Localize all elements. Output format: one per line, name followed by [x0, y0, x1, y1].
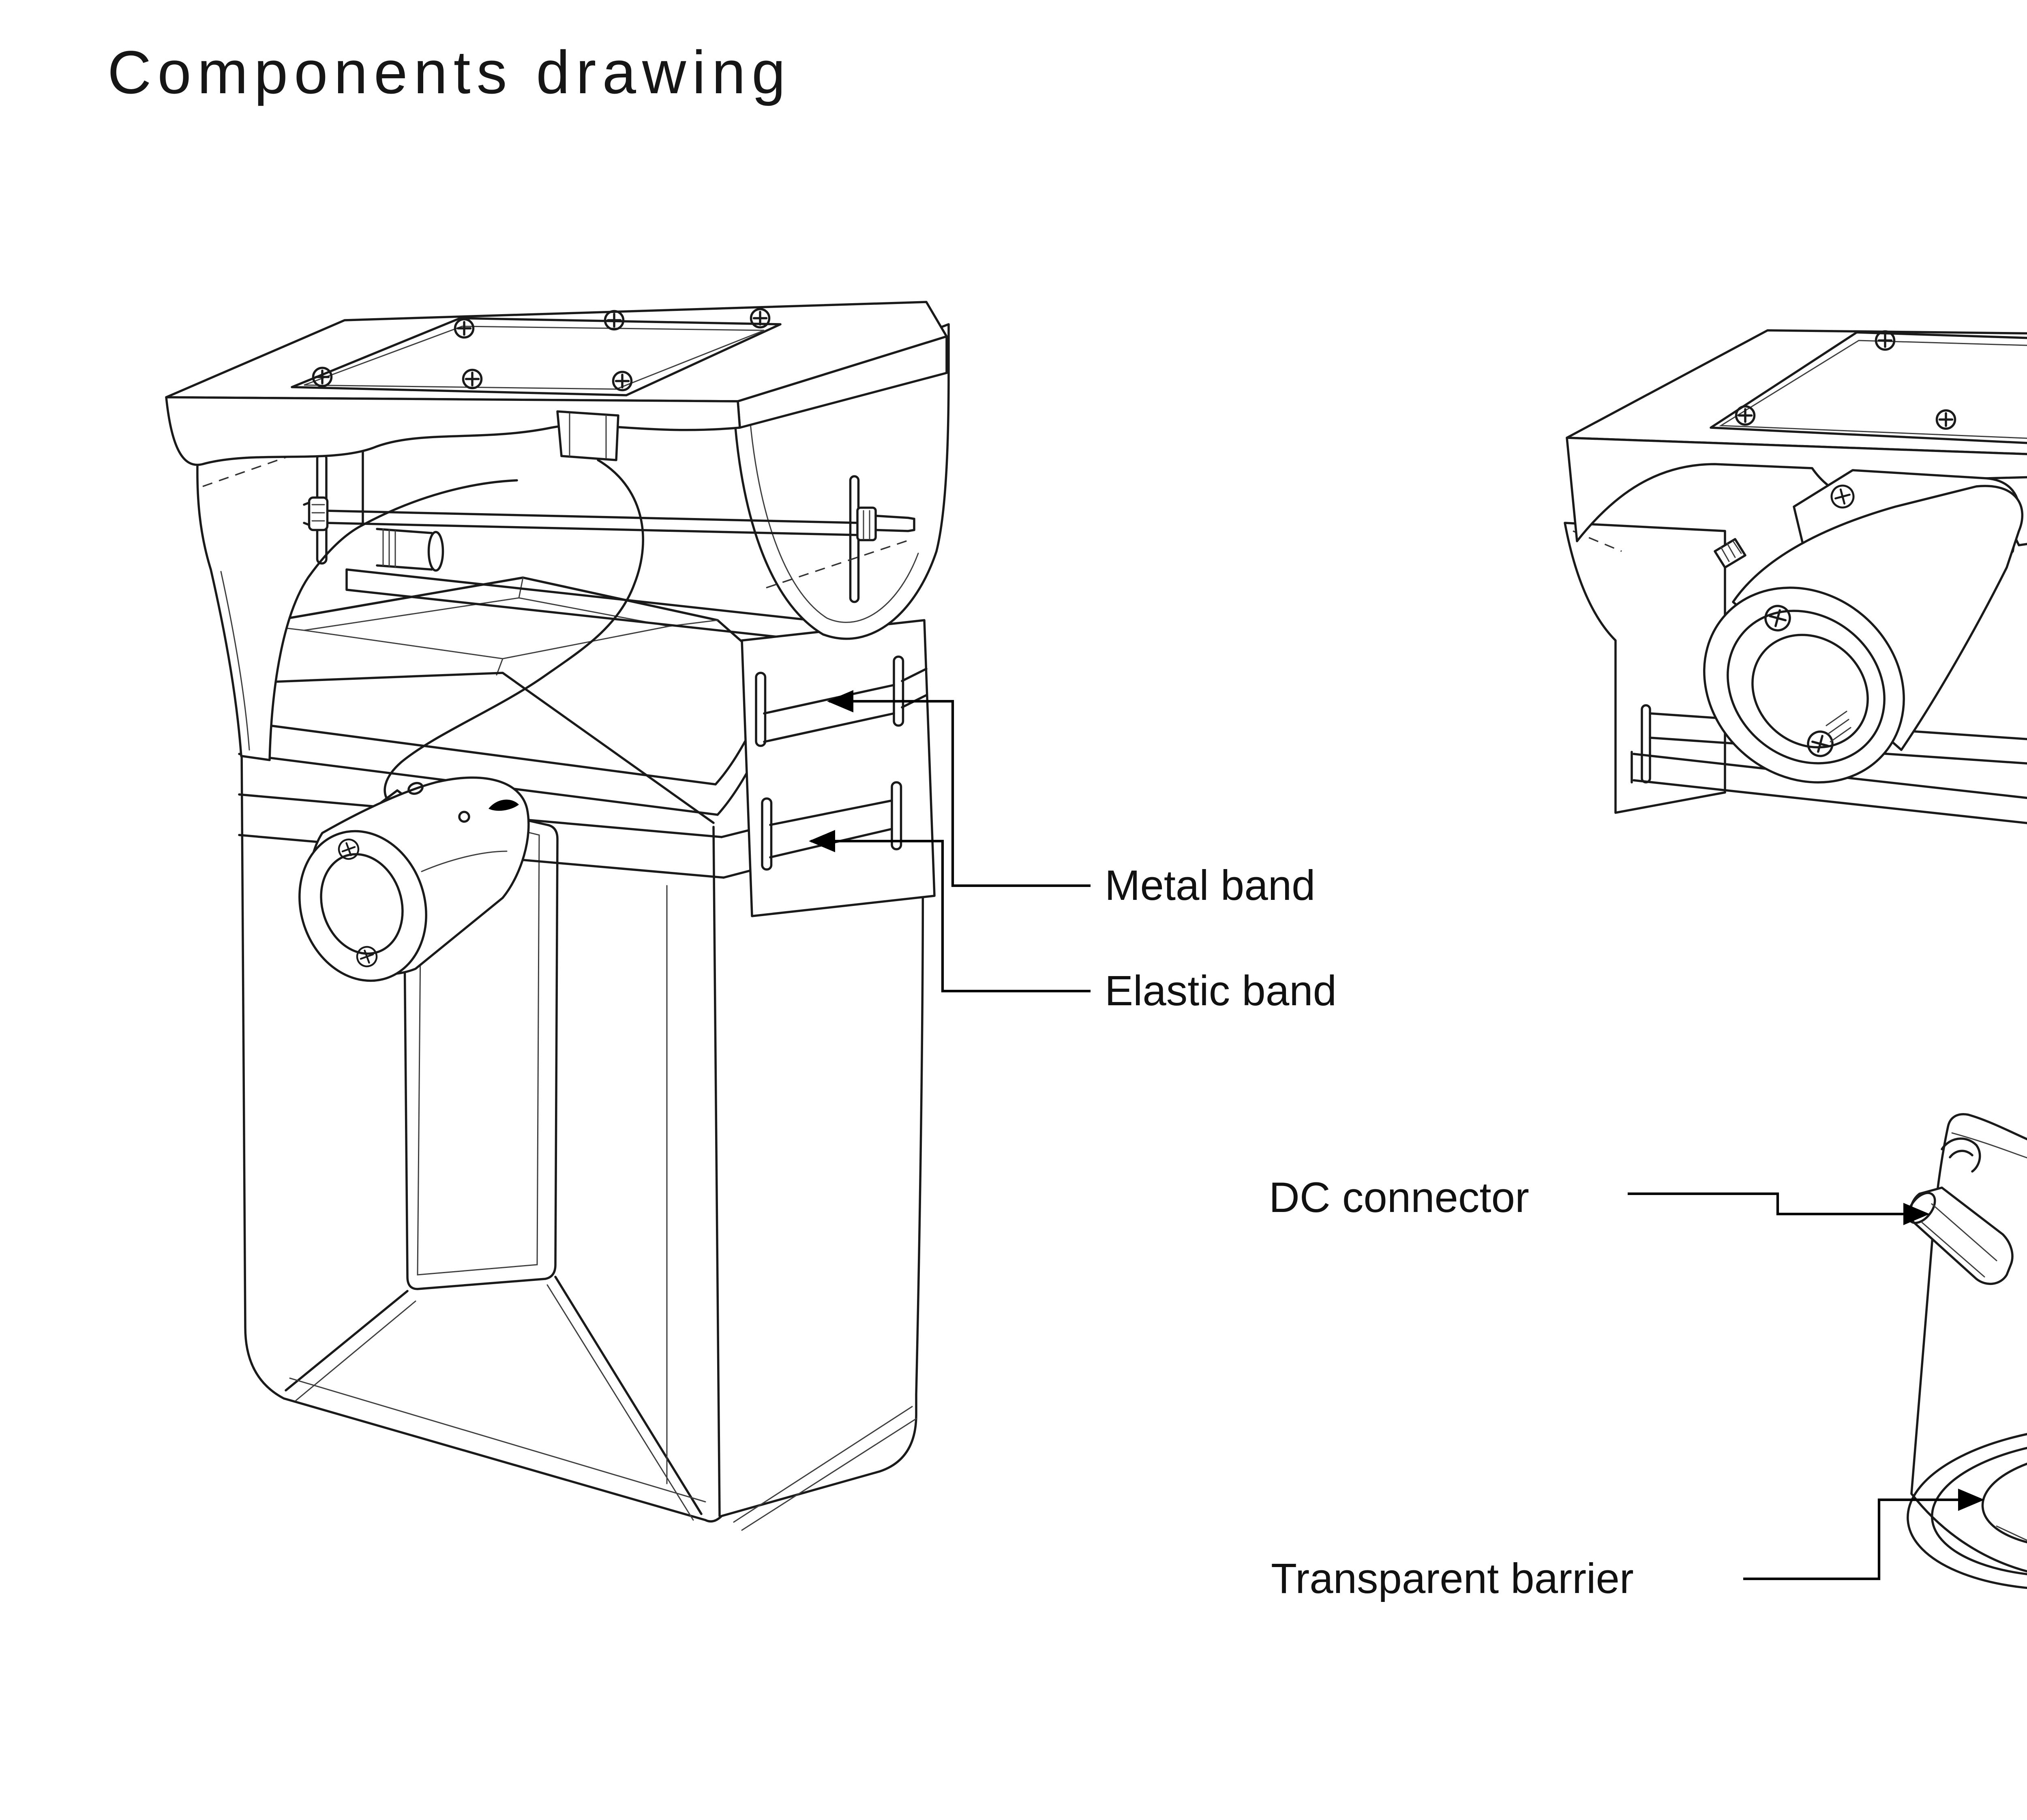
label-elastic-band: Elastic band — [1105, 969, 1337, 1015]
screw-thread-icon — [1826, 711, 1851, 743]
mount-top-plate — [291, 317, 782, 396]
leader-transparent-barrier — [1743, 1498, 1978, 1580]
left-saddle-flap — [1564, 522, 1726, 814]
strap-coil-end — [1714, 538, 1746, 569]
label-transparent-barrier: Transparent barrier — [1271, 1557, 1634, 1603]
threaded-rod — [303, 496, 915, 542]
mount-roof-front-face — [165, 396, 741, 466]
camera-clamp-barrel — [376, 528, 444, 572]
strap-slot — [893, 655, 904, 727]
strap-plate — [741, 619, 936, 917]
cable-path — [384, 459, 644, 806]
screw-icon — [605, 311, 624, 330]
leader-lines — [809, 690, 1984, 1580]
camera-shell — [1910, 1113, 2027, 1573]
arrowhead-dc-connector — [1903, 1203, 1930, 1225]
saddle-cross-bar — [345, 568, 812, 642]
camera-lens-rim — [298, 830, 427, 982]
wing-screw-icon — [303, 496, 329, 531]
screw-icon — [313, 368, 332, 386]
leader-dc-connector — [1628, 1192, 1924, 1216]
camera-lens — [320, 853, 404, 955]
leader-metal-band — [829, 700, 1091, 887]
mount-underside-drawing — [1564, 329, 2027, 824]
screw-icon — [1876, 332, 1894, 350]
camera-body — [1732, 485, 2023, 751]
arrowhead-metal-band — [827, 690, 853, 713]
screw-icon — [1736, 407, 1755, 425]
bottom-rim — [1907, 1425, 2027, 1591]
hex-bolt-icon — [856, 506, 915, 542]
camera-clip-detail — [489, 799, 519, 811]
screw-icon — [751, 309, 769, 328]
strap-slot — [891, 781, 902, 850]
strap-slot — [755, 672, 767, 747]
screw-icon — [455, 319, 474, 338]
jerry-can-corner-edge — [712, 826, 721, 1517]
arrowhead-transparent-barrier — [1958, 1488, 1984, 1511]
assembly-front-drawing — [165, 301, 950, 1531]
strap-slot — [761, 797, 773, 871]
page-title: Components drawing — [107, 41, 792, 107]
hanger-hook-icon — [1941, 1137, 1981, 1173]
metal-band-on-plate — [763, 668, 928, 743]
camera-unit-drawing — [1907, 1113, 2027, 1591]
screw-icon — [1937, 411, 1955, 429]
shell-rim-line — [1951, 1132, 2027, 1158]
label-dc-connector: DC connector — [1269, 1176, 1529, 1222]
screw-icon — [463, 370, 482, 388]
label-metal-band: Metal band — [1105, 863, 1316, 910]
camera-lens — [1751, 634, 1869, 749]
connector-box — [556, 410, 619, 461]
leader-elastic-band — [811, 839, 1091, 993]
screw-icon — [613, 372, 632, 390]
elastic-band-path — [1631, 751, 2027, 824]
transparent-barrier-disc — [1981, 1450, 2027, 1549]
mount-top-plate — [1710, 331, 2027, 444]
arrowhead-elastic-band — [809, 830, 835, 852]
camera-on-can — [298, 776, 530, 982]
